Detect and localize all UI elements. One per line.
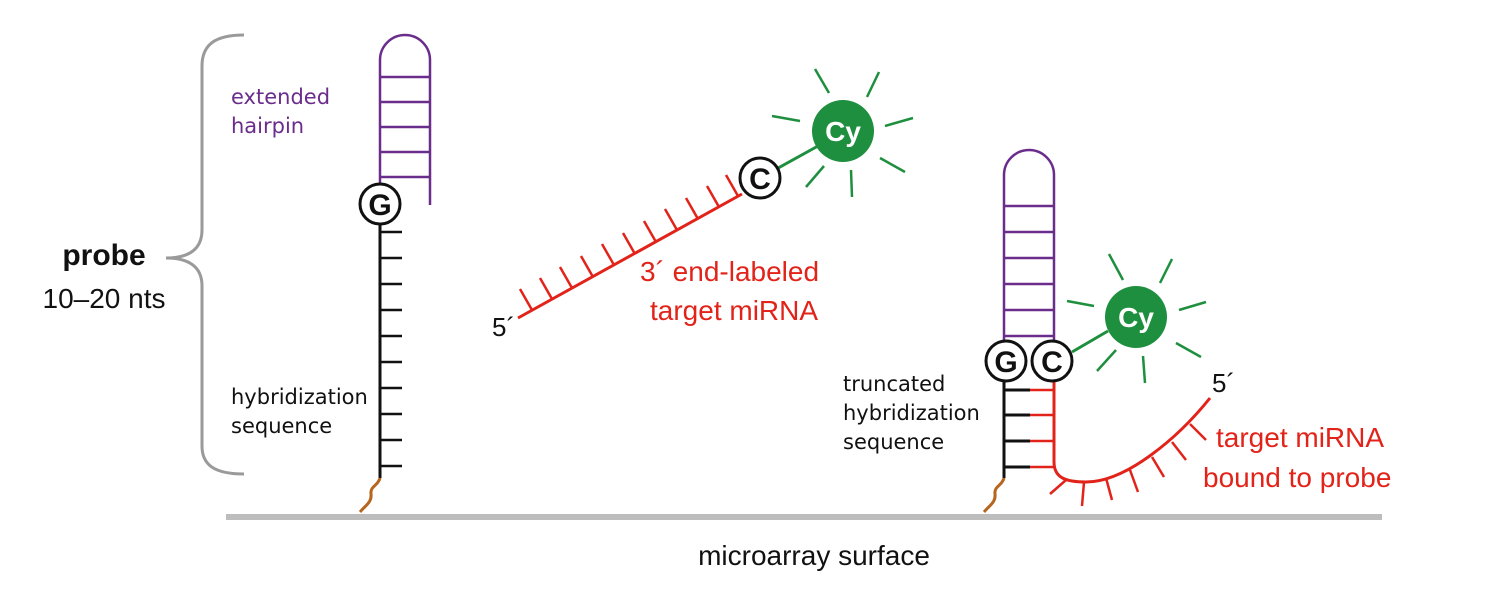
free-dye-rays [771, 68, 914, 198]
bound-target-label-1: target miRNA [1216, 422, 1384, 453]
truncated-label-3: sequence [843, 430, 944, 454]
hybridization-label-2: sequence [231, 414, 332, 438]
bound-dye-rays [1066, 253, 1207, 384]
truncated-label-2: hybridization [843, 401, 980, 425]
probe-length: 10–20 nts [43, 283, 166, 314]
free-cy-label: Cy [825, 116, 861, 147]
bound-cy-dye [1105, 286, 1167, 348]
probe-brace [165, 33, 245, 476]
free-mirna-ticks [518, 174, 740, 311]
extended-hairpin-label-1: extended [231, 85, 330, 109]
bound-mirna-ticks-tail [1049, 423, 1207, 507]
linker-bound [982, 477, 1006, 513]
surface-label: microarray surface [698, 540, 930, 571]
bound-mirna-tail [1052, 397, 1212, 484]
linker-left [358, 477, 382, 513]
bound-dye-connector [1071, 329, 1109, 354]
free-target-label-1: 3´ end-labeled [640, 256, 819, 287]
c-nucleotide-label-free: C [749, 163, 771, 196]
hairpin-loop-left [378, 33, 432, 205]
bound-cy-label: Cy [1118, 302, 1154, 333]
hybridization-label-1: hybridization [231, 385, 368, 409]
probe-left: G [358, 33, 432, 513]
g-nucleotide-circle-left [358, 182, 402, 226]
c-nucleotide-label-bound: C [1041, 346, 1063, 379]
probe-ticks-left [380, 230, 402, 468]
probe-bound: G C Cy [982, 148, 1212, 513]
c-nucleotide-circle-bound [1030, 339, 1074, 383]
hairpin-rungs-left [380, 75, 430, 179]
free-target-label-2: target miRNA [650, 295, 818, 326]
probe-ticks-bound [1004, 388, 1030, 469]
extended-hairpin-label-2: hairpin [231, 114, 304, 138]
c-nucleotide-circle-free [738, 156, 782, 200]
hairpin-loop-bound [1002, 148, 1056, 360]
bound-target-label-2: bound to probe [1203, 462, 1391, 493]
probe-title: probe [62, 239, 145, 272]
free-mirna-strand [517, 192, 743, 320]
free-cy-dye [812, 100, 874, 162]
hairpin-rungs-bound [1004, 204, 1054, 338]
g-nucleotide-label-left: G [368, 189, 391, 222]
bound-mirna-ticks-vertical [1030, 388, 1054, 469]
g-nucleotide-circle-bound [984, 339, 1028, 383]
five-prime-bound-label: 5´ [1212, 368, 1235, 398]
truncated-label-1: truncated [843, 372, 945, 396]
g-nucleotide-label-bound: G [994, 346, 1017, 379]
five-prime-free-label: 5´ [492, 312, 515, 342]
free-target-mirna: Cy C [517, 68, 914, 320]
